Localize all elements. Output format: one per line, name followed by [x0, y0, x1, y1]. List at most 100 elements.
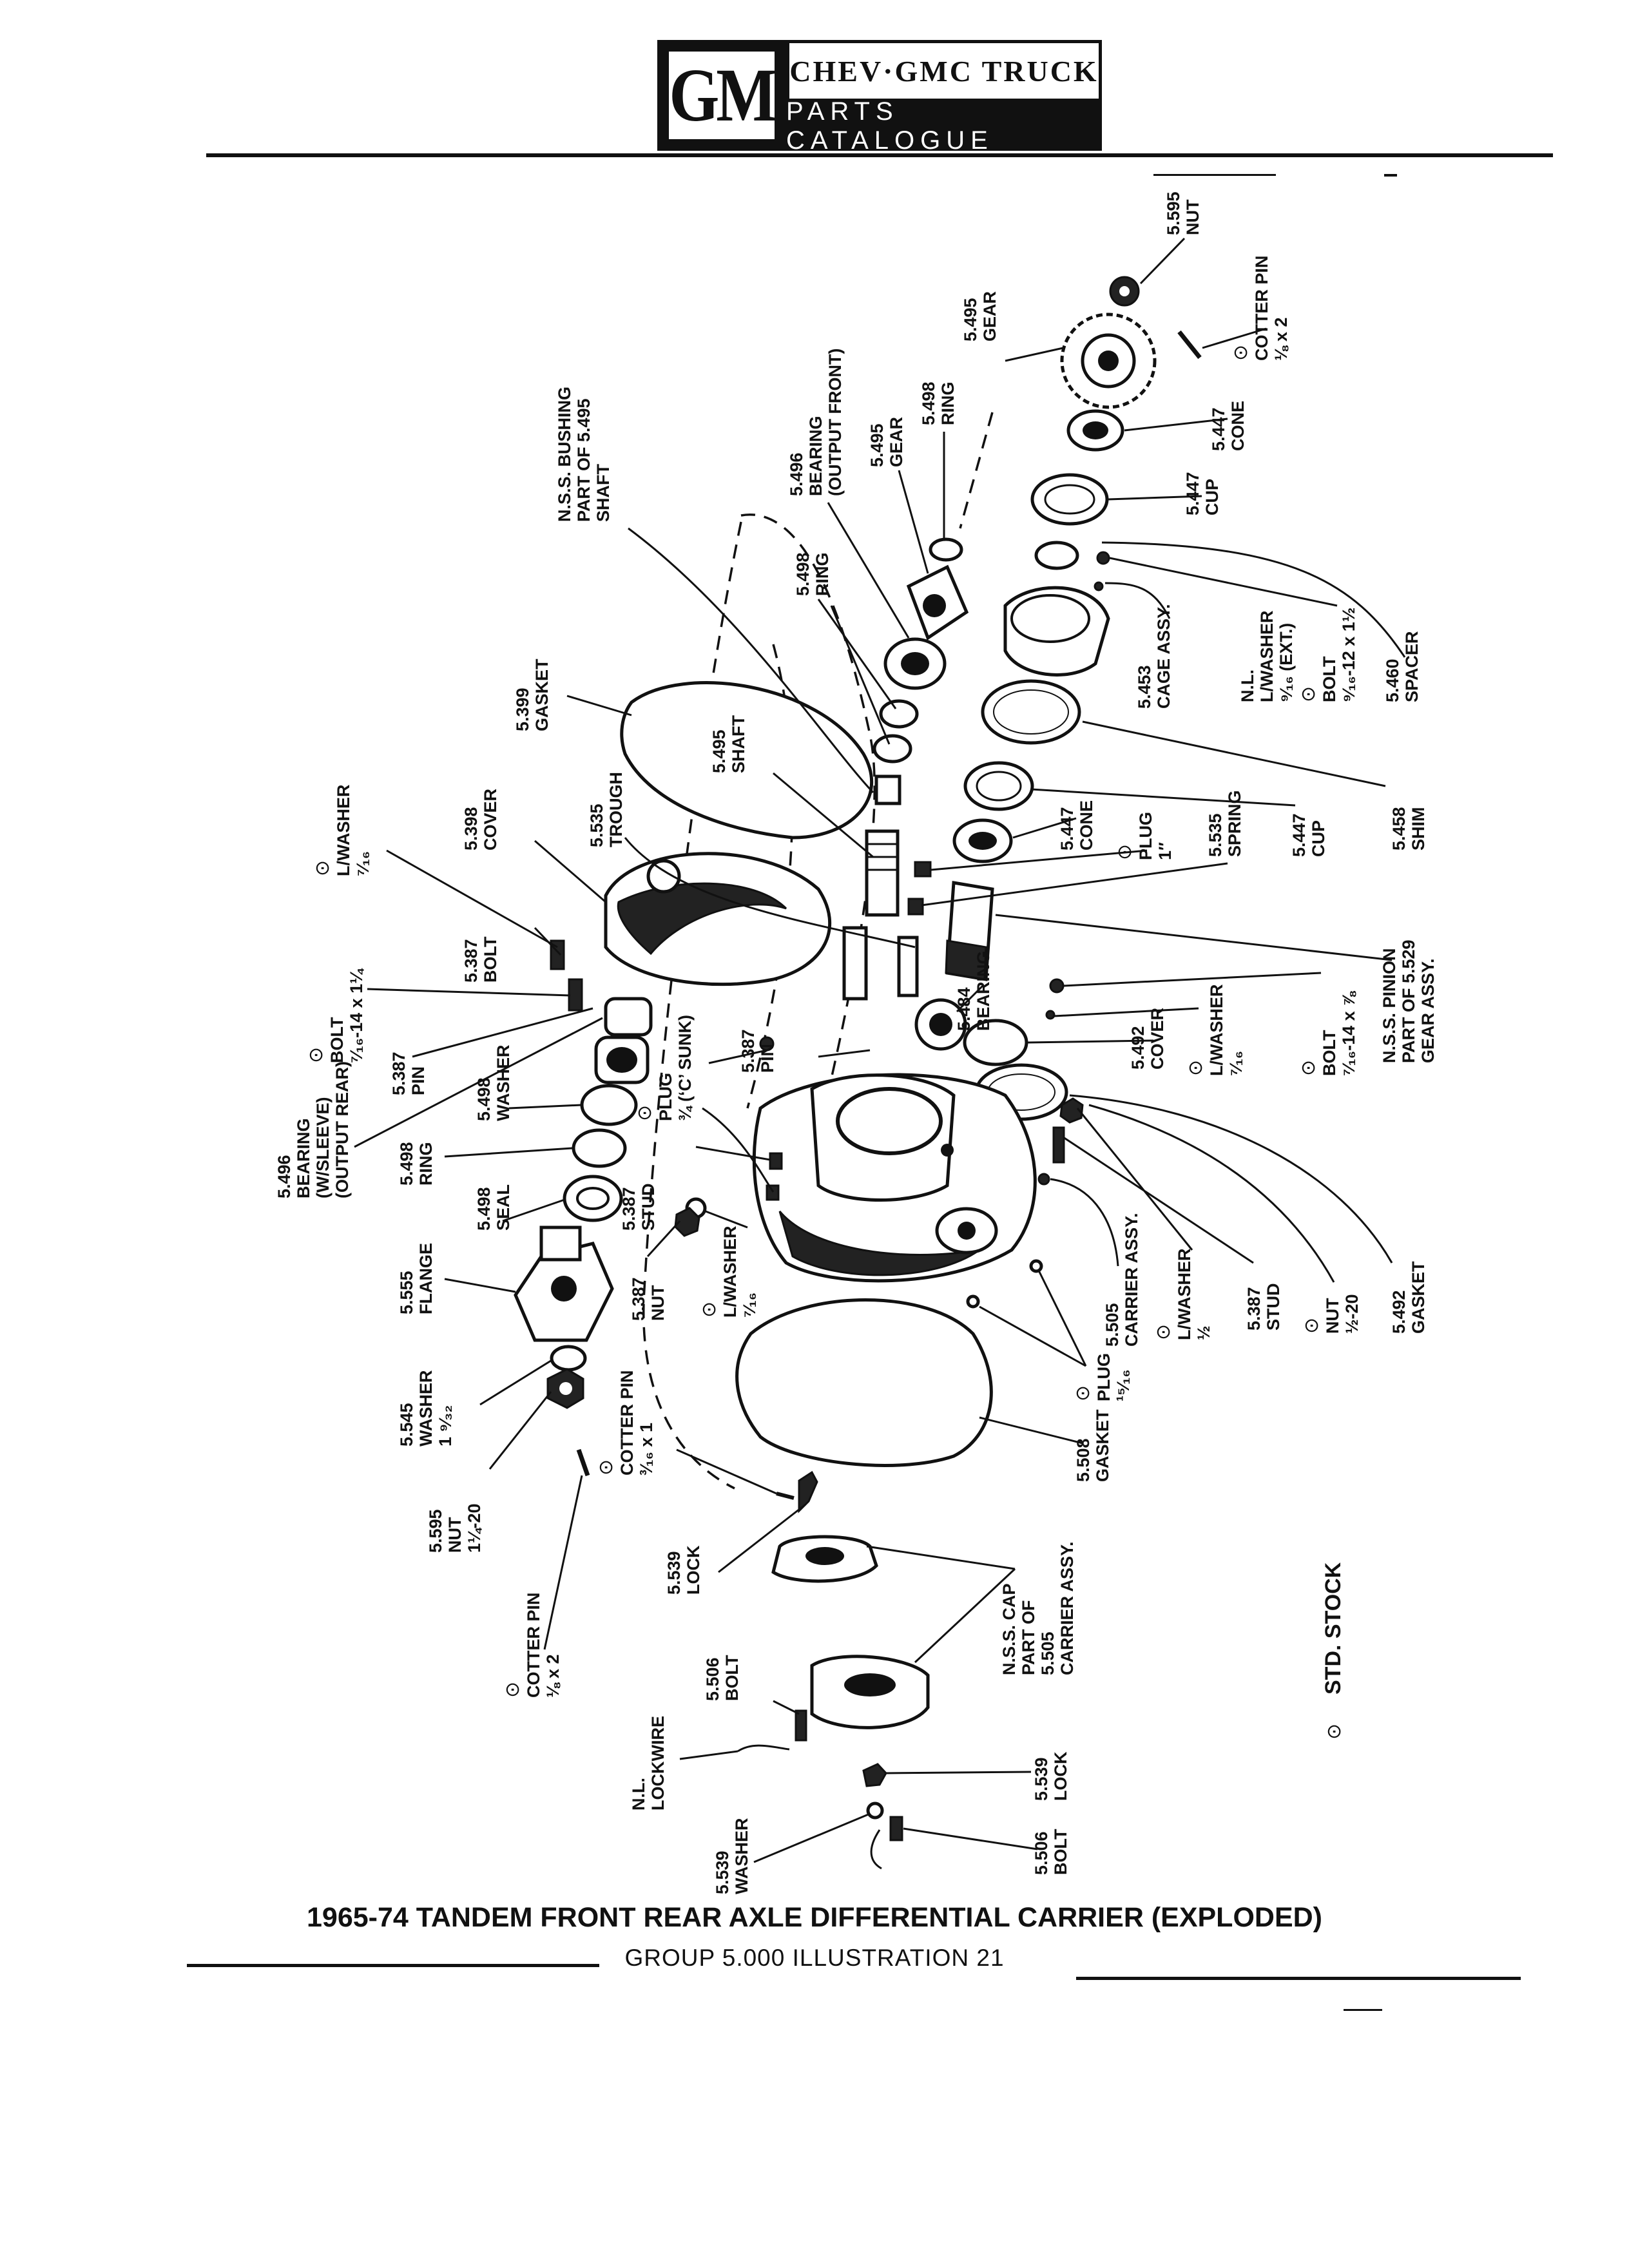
cotter-pin-left — [576, 1448, 590, 1477]
svg-text:SHIM: SHIM — [1409, 807, 1428, 851]
svg-text:SHAFT: SHAFT — [593, 464, 613, 522]
svg-text:GEAR ASSY.: GEAR ASSY. — [1418, 958, 1438, 1063]
legend-symbol: ⊙ — [1323, 1724, 1345, 1740]
svg-text:STUD: STUD — [639, 1184, 658, 1231]
callout-shim-5-458: 5.458 SHIM — [1389, 807, 1428, 850]
svg-text:5.492: 5.492 — [1389, 1290, 1409, 1334]
callout-flange-5-555: 5.555 FLANGE — [397, 1243, 436, 1314]
svg-text:5.447: 5.447 — [1289, 813, 1309, 857]
cone-5-447-top — [1066, 409, 1124, 452]
svg-text:5.399: 5.399 — [513, 687, 532, 731]
illustration-subtitle: GROUP 5.000 ILLUSTRATION 21 — [624, 1945, 1005, 1971]
svg-text:(OUTPUT FRONT): (OUTPUT FRONT) — [825, 349, 845, 496]
callout-nut-5-595: 5.595 NUT — [1164, 191, 1202, 235]
svg-text:5.458: 5.458 — [1389, 807, 1409, 850]
svg-text:GEAR: GEAR — [980, 291, 999, 341]
svg-text:N.L.: N.L. — [1238, 669, 1257, 702]
lock-washer — [1045, 1010, 1055, 1020]
carrier-assy-5-505 — [752, 1073, 1037, 1283]
catalogue-title: PARTS CATALOGUE — [786, 97, 994, 155]
callout-plug-1in: ⊙ PLUG 1″ — [1113, 812, 1175, 860]
callout-cage-assy-5-453: 5.453 CAGE ASSY. — [1135, 604, 1173, 709]
svg-text:5.498: 5.498 — [474, 1077, 494, 1121]
plug-15-16 — [966, 1294, 980, 1309]
svg-text:PART OF 5.529: PART OF 5.529 — [1399, 939, 1418, 1063]
svg-text:BOLT: BOLT — [481, 936, 500, 983]
svg-text:WASHER: WASHER — [732, 1818, 751, 1894]
callout-lock-5-539-lower: 5.539 LOCK — [1032, 1751, 1070, 1801]
nut-5-595-left — [546, 1368, 584, 1409]
callout-nss-pinion: N.S.S. PINION PART OF 5.529 GEAR ASSY. — [1380, 939, 1438, 1063]
svg-text:5.539: 5.539 — [713, 1850, 732, 1894]
pinion — [945, 881, 994, 981]
illustration-title: 1965-74 TANDEM FRONT REAR AXLE DIFFERENT… — [306, 1902, 1322, 1933]
bolt-head — [1096, 551, 1110, 565]
svg-text:COTTER PIN: COTTER PIN — [1252, 255, 1271, 361]
svg-text:5.535: 5.535 — [587, 803, 606, 847]
svg-text:⊙: ⊙ — [1229, 345, 1252, 361]
svg-text:5.460: 5.460 — [1383, 658, 1402, 702]
washer-5-498 — [580, 1084, 638, 1126]
svg-text:TROUGH: TROUGH — [606, 772, 626, 847]
callout-bolt-7-16-14x1-1-4: ⊙ BOLT ⁷⁄₁₆-14 x 1¼ — [305, 968, 366, 1063]
svg-text:³⁄₁₆ x 1: ³⁄₁₆ x 1 — [637, 1423, 656, 1475]
svg-text:⊙: ⊙ — [1297, 686, 1320, 702]
svg-text:PART OF 5.495: PART OF 5.495 — [574, 398, 593, 522]
svg-text:(OUTPUT REAR): (OUTPUT REAR) — [333, 1061, 352, 1198]
gear-5-495-top — [1060, 312, 1157, 409]
svg-text:5.447: 5.447 — [1209, 407, 1228, 451]
bushing — [874, 774, 901, 805]
svg-text:LOCKWIRE: LOCKWIRE — [648, 1716, 668, 1811]
callout-bolt-5-387: 5.387 BOLT — [461, 936, 500, 983]
svg-text:5.506: 5.506 — [1032, 1831, 1051, 1875]
svg-text:5.447: 5.447 — [1183, 472, 1202, 515]
callout-bolt-5-506-lower: 5.506 BOLT — [1032, 1829, 1070, 1875]
svg-text:CARRIER ASSY.: CARRIER ASSY. — [1057, 1541, 1077, 1675]
svg-text:SEAL: SEAL — [494, 1184, 513, 1231]
svg-text:⊙: ⊙ — [311, 860, 334, 876]
svg-text:PIN: PIN — [758, 1044, 777, 1073]
callout-gear-5-495: 5.495 GEAR — [961, 291, 999, 341]
svg-text:SHAFT: SHAFT — [729, 715, 748, 773]
callout-nut-1-2-20: ⊙ NUT ½-20 — [1300, 1294, 1362, 1334]
svg-text:5.505: 5.505 — [1103, 1303, 1122, 1347]
svg-text:⅛ x 2: ⅛ x 2 — [543, 1654, 563, 1698]
svg-text:CARRIER ASSY.: CARRIER ASSY. — [1122, 1213, 1141, 1347]
ring-5-498-left — [572, 1128, 627, 1168]
svg-text:N.S.S. CAP: N.S.S. CAP — [999, 1583, 1019, 1675]
svg-text:1 ⁹⁄₃₂: 1 ⁹⁄₃₂ — [436, 1405, 455, 1446]
svg-text:BOLT: BOLT — [327, 1017, 347, 1063]
callout-plug-15-16: ⊙ PLUG ¹⁵⁄₁₆ — [1072, 1353, 1133, 1401]
svg-text:NUT: NUT — [1323, 1298, 1342, 1334]
ring-5-498-top — [929, 537, 963, 562]
header-rule — [206, 153, 1553, 157]
svg-text:¾ (‘C’ SUNK): ¾ (‘C’ SUNK) — [675, 1015, 695, 1121]
callout-pin-5-387-mid: 5.387 PIN — [738, 1029, 777, 1073]
svg-text:5.495: 5.495 — [709, 729, 729, 773]
svg-text:NUT: NUT — [1183, 199, 1202, 235]
svg-text:CONE: CONE — [1077, 800, 1096, 850]
svg-text:SPRING: SPRING — [1225, 790, 1244, 857]
svg-text:WASHER: WASHER — [494, 1044, 513, 1121]
gear-5-495-bevel — [906, 564, 969, 640]
callout-lwasher-1-2: ⊙ L/WASHER ½ — [1152, 1248, 1213, 1340]
svg-text:⊙: ⊙ — [1184, 1060, 1207, 1076]
callout-cup-5-447-mid: 5.447 CUP — [1289, 813, 1328, 857]
callout-bearing-5-496-front: 5.496 BEARING (OUTPUT FRONT) — [787, 349, 845, 496]
svg-text:5.595: 5.595 — [1164, 191, 1183, 235]
cover-5-398 — [604, 852, 831, 986]
header-tick — [1384, 174, 1397, 177]
svg-text:5.595: 5.595 — [426, 1509, 445, 1553]
svg-text:½: ½ — [1194, 1325, 1213, 1340]
svg-text:5.539: 5.539 — [1032, 1757, 1051, 1801]
callout-washer-5-545: 5.545 WASHER 1 ⁹⁄₃₂ — [397, 1370, 455, 1446]
callout-trough-5-535: 5.535 TROUGH — [587, 772, 626, 847]
shaft-5-495 — [865, 829, 900, 917]
svg-text:5.496: 5.496 — [787, 452, 806, 496]
svg-text:N.S.S. PINION: N.S.S. PINION — [1380, 948, 1399, 1063]
svg-text:5.387: 5.387 — [1244, 1287, 1264, 1331]
svg-text:5.387: 5.387 — [619, 1187, 639, 1231]
svg-text:STUD: STUD — [1264, 1283, 1283, 1331]
cotter-pin-top — [1177, 330, 1202, 360]
